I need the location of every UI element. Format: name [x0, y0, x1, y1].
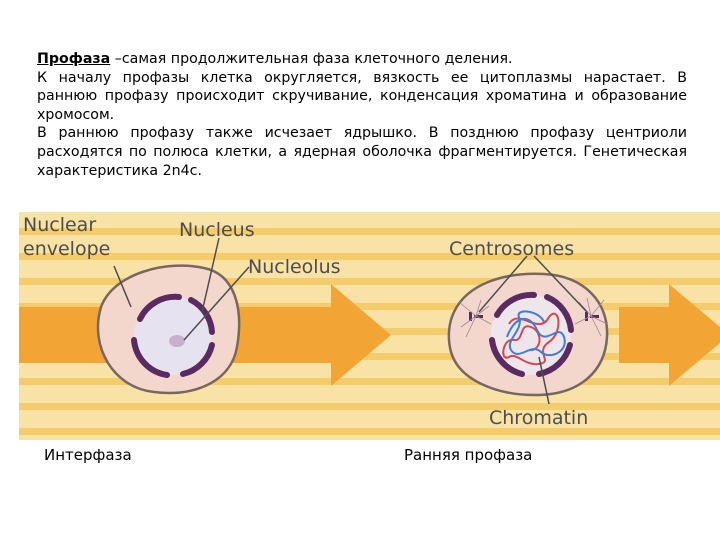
stripe: [19, 228, 720, 235]
caption-early-prophase: Ранняя профаза: [404, 446, 533, 464]
nuclear-envelope-segment: [544, 294, 574, 333]
stripe: [19, 428, 720, 435]
label-chromatin: Chromatin: [489, 407, 588, 429]
stripe: [19, 303, 720, 310]
nuclear-envelope-segment: [131, 337, 170, 378]
stripe: [19, 378, 720, 385]
centriole: [469, 312, 472, 321]
label-nuclear: Nuclear: [23, 214, 96, 236]
paragraph-1: К началу профазы клетка округляется, вяз…: [37, 69, 687, 123]
nuclear-envelope-segment: [489, 337, 525, 377]
pointer-centrosome-left: [478, 255, 528, 313]
nuclear-envelope-segment: [494, 291, 537, 318]
stripe: [19, 353, 720, 360]
centrosome-left: [458, 299, 492, 338]
aster-fibers: [458, 299, 492, 338]
stripe: [19, 278, 720, 285]
nuclear-envelope-segment: [137, 293, 182, 322]
chromatin-blue: [506, 310, 566, 357]
nuclear-envelope-segment: [180, 342, 215, 377]
interphase-cell: [96, 264, 241, 395]
text-block: Профаза –самая продолжительная фаза клет…: [37, 50, 687, 180]
pointer-nuclear-envelope: [113, 265, 132, 308]
label-centrosomes: Centrosomes: [449, 238, 574, 260]
prophase-term: Профаза: [37, 51, 111, 67]
stripe: [19, 253, 720, 260]
nuclear-envelope-segment: [188, 297, 215, 335]
intro-text: –самая продолжительная фаза клеточного д…: [110, 51, 513, 67]
pointer-nucleolus: [183, 266, 250, 341]
centriole: [474, 315, 483, 318]
prophase-cell: [447, 272, 609, 397]
paragraph-2: В раннюю профазу также исчезает ядрышко.…: [37, 125, 687, 179]
figure-labels: Nuclear envelope Nucleus Nucleolus Centr…: [23, 214, 588, 429]
label-nucleolus: Nucleolus: [248, 256, 341, 278]
centriole: [590, 315, 599, 318]
process-arrow-2: [619, 284, 720, 386]
intro-paragraph: Профаза –самая продолжительная фаза клет…: [37, 50, 687, 69]
pointer-centrosome-right: [533, 255, 588, 313]
nucleolus: [169, 335, 185, 347]
caption-interphase: Интерфаза: [44, 446, 132, 464]
pointer-nucleus: [201, 237, 220, 313]
prophase-figure: Nuclear envelope Nucleus Nucleolus Centr…: [19, 212, 720, 440]
stripe: [19, 403, 720, 410]
figure-svg: Nuclear envelope Nucleus Nucleolus Centr…: [19, 212, 720, 440]
label-nucleus: Nucleus: [179, 219, 255, 241]
label-envelope: envelope: [23, 238, 110, 260]
centriole: [585, 312, 588, 321]
pointer-chromatin: [538, 356, 550, 405]
chromatin-red: [502, 312, 560, 366]
